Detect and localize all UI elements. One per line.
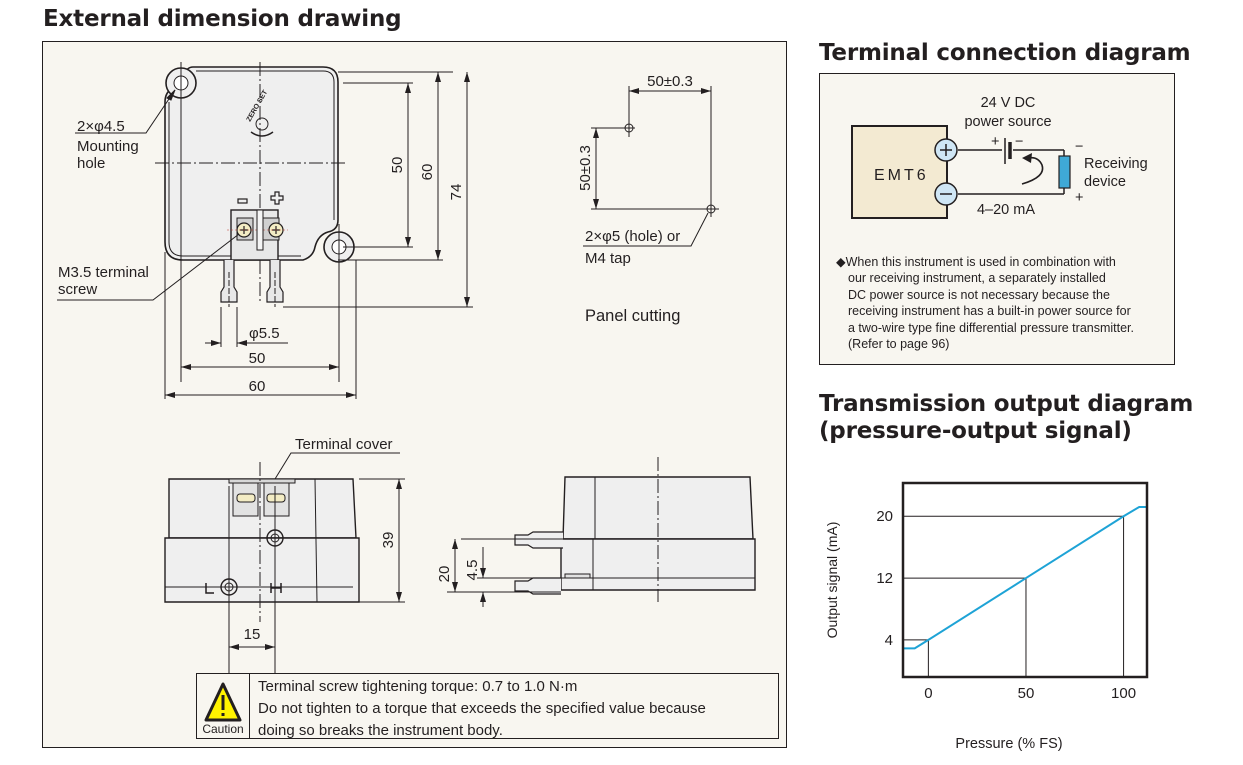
front-view [57, 62, 473, 399]
terminal-connection-heading: Terminal connection diagram [819, 40, 1191, 66]
dim-hole-pitch-h: 50 [249, 350, 266, 367]
receiving-device-label-2: device [1084, 174, 1126, 190]
dim-hole-pitch-v: 50 [389, 157, 406, 174]
y-tick-label: 20 [876, 508, 893, 525]
dim-port-pitch: 15 [244, 626, 261, 643]
external-dimension-heading: External dimension drawing [43, 6, 402, 32]
output-series-line [903, 505, 1147, 650]
x-tick-label: 0 [924, 685, 932, 702]
y-tick-label: 4 [885, 632, 893, 649]
y-axis-label: Output signal (mA) [824, 522, 840, 639]
dim-body-height: 60 [419, 164, 436, 181]
panel-cutting-view [583, 86, 719, 247]
receiving-device-resistor [1058, 155, 1071, 189]
panel-hole-label-1: 2×φ5 (hole) or [585, 228, 680, 245]
bottom-view [164, 452, 405, 682]
caution-icon-cell: Caution [197, 674, 250, 738]
x-tick-label: 100 [1111, 685, 1136, 702]
receiving-device-label-1: Receiving [1084, 156, 1148, 172]
panel-cutting-title: Panel cutting [585, 307, 680, 325]
mounting-hole-desc-2: hole [77, 155, 105, 172]
terminal-cover-label: Terminal cover [295, 436, 393, 453]
dim-overall-height: 74 [448, 184, 465, 201]
transmission-output-heading: Transmission output diagram (pressure-ou… [819, 391, 1193, 445]
current-range-label: 4–20 mA [977, 202, 1035, 218]
emt6-device-box [851, 125, 948, 219]
warning-triangle-icon [204, 682, 242, 722]
note-line-5: a two-wire type fine differential pressu… [848, 320, 1135, 335]
note-line-3: DC power source is not necessary because… [848, 287, 1110, 302]
x-axis-label: Pressure (% FS) [955, 736, 1062, 752]
mounting-hole-desc-1: Mounting [77, 138, 139, 155]
panel-hole-label-2: M4 tap [585, 250, 631, 267]
terminal-note: ◆When this instrument is used in combina… [836, 254, 1134, 352]
side-view [447, 457, 756, 607]
receiving-minus: − [1075, 139, 1083, 155]
y-tick-label: 12 [876, 570, 893, 587]
power-source-label-1: 24 V DC [981, 95, 1036, 111]
mounting-hole-size: 2×φ4.5 [77, 118, 125, 135]
power-minus: − [1015, 134, 1023, 150]
caution-line-1: Terminal screw tightening torque: 0.7 to… [258, 678, 578, 695]
dim-height-39: 39 [380, 532, 397, 549]
emt6-label: EMT6 [874, 167, 929, 184]
dim-body-width: 60 [249, 378, 266, 395]
plot-frame [901, 481, 1149, 679]
transmission-heading-line2: (pressure-output signal) [819, 418, 1132, 444]
dimension-drawing: 2×φ4.5 Mounting hole M3.5 terminal screw… [57, 62, 756, 682]
dim-4-5: 4.5 [464, 560, 481, 581]
panel-dim-vertical: 50±0.3 [577, 145, 594, 191]
dim-20: 20 [436, 566, 453, 583]
panel-dim-horizontal: 50±0.3 [647, 73, 693, 90]
receiving-plus: + [1075, 190, 1083, 206]
x-tick-label: 50 [1018, 685, 1035, 702]
power-plus: + [991, 134, 999, 150]
note-line-1: ◆When this instrument is used in combina… [836, 255, 1116, 269]
wiring-diagram: EMT6 24 V DC power source + − − Receivin… [851, 95, 1148, 219]
terminal-connection-panel: EMT6 24 V DC power source + − − Receivin… [819, 73, 1175, 365]
terminal-screw-label-2: screw [58, 281, 97, 298]
terminal-screw-label-1: M3.5 terminal [58, 264, 149, 281]
caution-line-3: doing so breaks the instrument body. [258, 722, 503, 739]
caution-line-2: Do not tighten to a torque that exceeds … [258, 700, 706, 717]
note-line-6: (Refer to page 96) [848, 337, 950, 352]
dim-nozzle-diameter: φ5.5 [249, 325, 280, 342]
note-line-4: receiving instrument has a built-in powe… [848, 304, 1131, 319]
caution-label: Caution [202, 722, 244, 736]
external-dimension-panel: 2×φ4.5 Mounting hole M3.5 terminal screw… [42, 41, 787, 748]
transmission-output-chart: 0 50 100 4 12 20 Output signal (mA) Pressure… [824, 481, 1149, 752]
transmission-heading-line1: Transmission output diagram [819, 391, 1194, 417]
reference-line-0 [903, 639, 929, 677]
power-source-label-2: power source [964, 114, 1051, 130]
note-line-2: our receiving instrument, a separately i… [848, 271, 1106, 286]
caution-text: Terminal screw tightening torque: 0.7 to… [250, 674, 714, 739]
reference-line-2 [903, 515, 1125, 677]
reference-line-1 [903, 577, 1027, 677]
caution-box: Caution Terminal screw tightening torque… [196, 673, 779, 739]
